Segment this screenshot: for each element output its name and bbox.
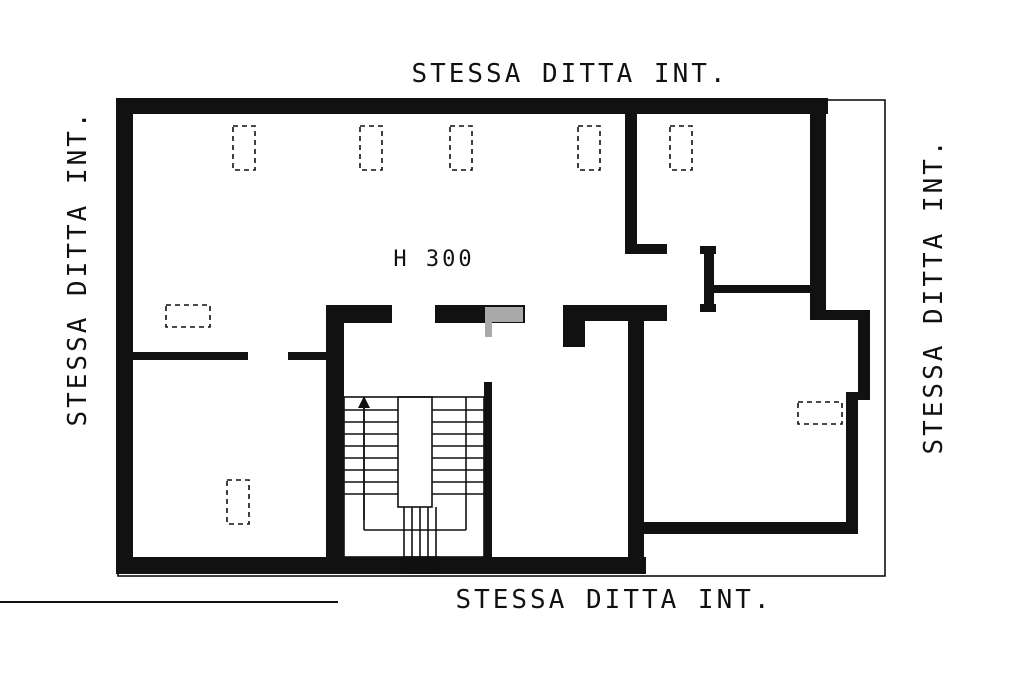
dashed-opening xyxy=(797,401,843,425)
dashed-elements xyxy=(165,125,843,525)
dashed-pillar xyxy=(577,125,601,171)
dashed-pillar xyxy=(449,125,473,171)
dashed-pillar xyxy=(232,125,256,171)
label-top: STESSA DITTA INT. xyxy=(411,59,728,89)
stair-arrow-icon xyxy=(358,396,370,408)
dashed-pillar xyxy=(669,125,693,171)
label-left: STESSA DITTA INT. xyxy=(63,109,93,426)
label-height: H 300 xyxy=(393,247,474,272)
dashed-pillar xyxy=(359,125,383,171)
dashed-opening xyxy=(165,304,211,328)
section-marker xyxy=(485,307,523,337)
label-right: STESSA DITTA INT. xyxy=(919,137,949,454)
interior-walls xyxy=(130,112,814,573)
staircase xyxy=(343,396,485,574)
outer-walls xyxy=(116,98,870,574)
label-bottom: STESSA DITTA INT. xyxy=(455,585,772,615)
dashed-pillar xyxy=(226,479,250,525)
property-outline xyxy=(117,99,886,577)
